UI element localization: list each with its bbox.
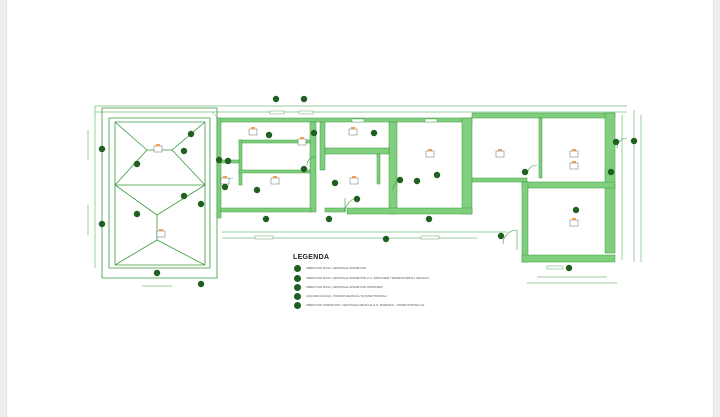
legend-marker-icon — [294, 301, 301, 309]
legend-title: LEGENDA — [293, 254, 330, 261]
walls — [216, 112, 616, 263]
legend-marker-icon — [294, 264, 301, 272]
legend-item: CZUJNIKI RUCHU, POZIOM WEJSCIA / DOSTEP … — [294, 292, 387, 300]
legend-marker-icon — [294, 283, 301, 291]
lamp-markers — [153, 127, 579, 238]
legend-item-text: OBIEKTOW DAVA, CENTRALE SPRZETOW — [306, 265, 367, 270]
floor-plan — [87, 95, 642, 288]
legend-item-text: OBIEKTOW DAVA, CENTRALE SPRZETOW WIDOKIE… — [306, 284, 383, 289]
legend-item-text: OBIEKTOW SPRZETOW / CENTRALE WEJSCIA Z.O… — [306, 302, 425, 307]
legend-item: OBIEKTOW DAVA, CENTRALE SPRZETOW — [294, 264, 366, 272]
device-markers — [98, 95, 638, 288]
page-frame: LEGENDA OBIEKTOW DAVA, CENTRALE SPRZETOW… — [6, 0, 714, 417]
legend-item: OBIEKTOW SPRZETOW / CENTRALE WEJSCIA Z.O… — [294, 301, 425, 309]
legend-item: OBIEKTOW DAVA, CENTRALE SPRZETOW WIDOKIE… — [294, 283, 382, 291]
legend-marker-icon — [294, 274, 301, 282]
legend-item-text: OBIEKTOW DAVA, CENTRALE SPRZETOW Z.O. WI… — [306, 275, 430, 280]
window-marks — [254, 110, 564, 270]
legend-item-text: CZUJNIKI RUCHU, POZIOM WEJSCIA / DOSTEP … — [306, 293, 387, 298]
legend-marker-icon — [294, 292, 301, 300]
roof-outline — [101, 107, 218, 279]
legend-item: OBIEKTOW DAVA, CENTRALE SPRZETOW Z.O. WI… — [294, 274, 429, 282]
door-swings — [222, 137, 628, 250]
